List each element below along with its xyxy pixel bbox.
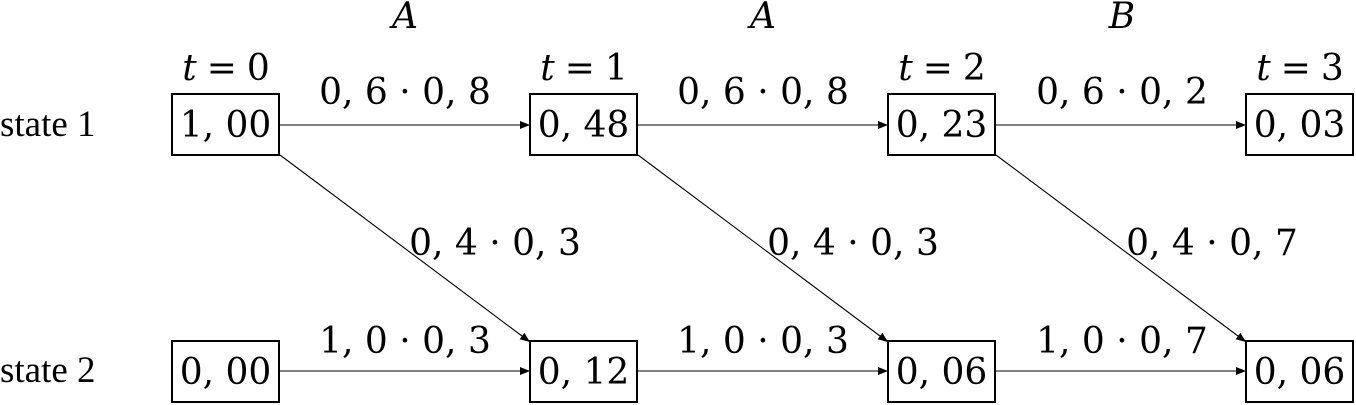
edge-s1-s2-t0 bbox=[279, 154, 531, 343]
observation-label-1: A bbox=[389, 0, 418, 37]
node-state2-t2: 0, 06 bbox=[887, 340, 996, 403]
node-value: 0, 00 bbox=[180, 352, 272, 393]
time-label-1: t=1 bbox=[540, 48, 628, 89]
node-value: 0, 48 bbox=[538, 105, 630, 146]
row-label-state-2: state 2 bbox=[0, 350, 96, 391]
node-state2-t3: 0, 06 bbox=[1245, 340, 1354, 403]
node-state1-t3: 0, 03 bbox=[1245, 93, 1354, 156]
observation-label-3: B bbox=[1108, 0, 1135, 37]
edge-label-s1-s2-t1: 0, 4 · 0, 3 bbox=[767, 223, 939, 264]
node-state2-t0: 0, 00 bbox=[171, 340, 280, 403]
node-value: 0, 12 bbox=[538, 352, 630, 393]
edge-label-s1-s2-t0: 0, 4 · 0, 3 bbox=[409, 223, 581, 264]
edge-label-s1-s1-t0: 0, 6 · 0, 8 bbox=[319, 72, 491, 113]
edge-label-s2-s2-t2: 1, 0 · 0, 7 bbox=[1036, 321, 1208, 362]
edge-s1-s2-t2 bbox=[995, 154, 1247, 343]
edge-label-s1-s1-t1: 0, 6 · 0, 8 bbox=[677, 72, 849, 113]
edge-label-s2-s2-t0: 1, 0 · 0, 3 bbox=[319, 321, 491, 362]
node-state2-t1: 0, 12 bbox=[529, 340, 638, 403]
time-label-3: t=3 bbox=[1256, 48, 1344, 89]
node-state1-t0: 1, 00 bbox=[171, 93, 280, 156]
node-state1-t2: 0, 23 bbox=[887, 93, 996, 156]
time-label-0: t=0 bbox=[182, 48, 270, 89]
row-label-state-1: state 1 bbox=[0, 104, 96, 145]
observation-label-2: A bbox=[747, 0, 776, 37]
node-value: 0, 23 bbox=[896, 105, 988, 146]
edge-label-s1-s2-t2: 0, 4 · 0, 7 bbox=[1126, 223, 1298, 264]
edge-label-s1-s1-t2: 0, 6 · 0, 2 bbox=[1036, 72, 1208, 113]
node-value: 0, 06 bbox=[896, 352, 988, 393]
edge-label-s2-s2-t1: 1, 0 · 0, 3 bbox=[677, 321, 849, 362]
node-state1-t1: 0, 48 bbox=[529, 93, 638, 156]
node-value: 0, 06 bbox=[1254, 352, 1346, 393]
time-label-2: t=2 bbox=[898, 48, 986, 89]
edge-s1-s2-t1 bbox=[637, 154, 889, 343]
node-value: 0, 03 bbox=[1254, 105, 1346, 146]
node-value: 1, 00 bbox=[180, 105, 272, 146]
